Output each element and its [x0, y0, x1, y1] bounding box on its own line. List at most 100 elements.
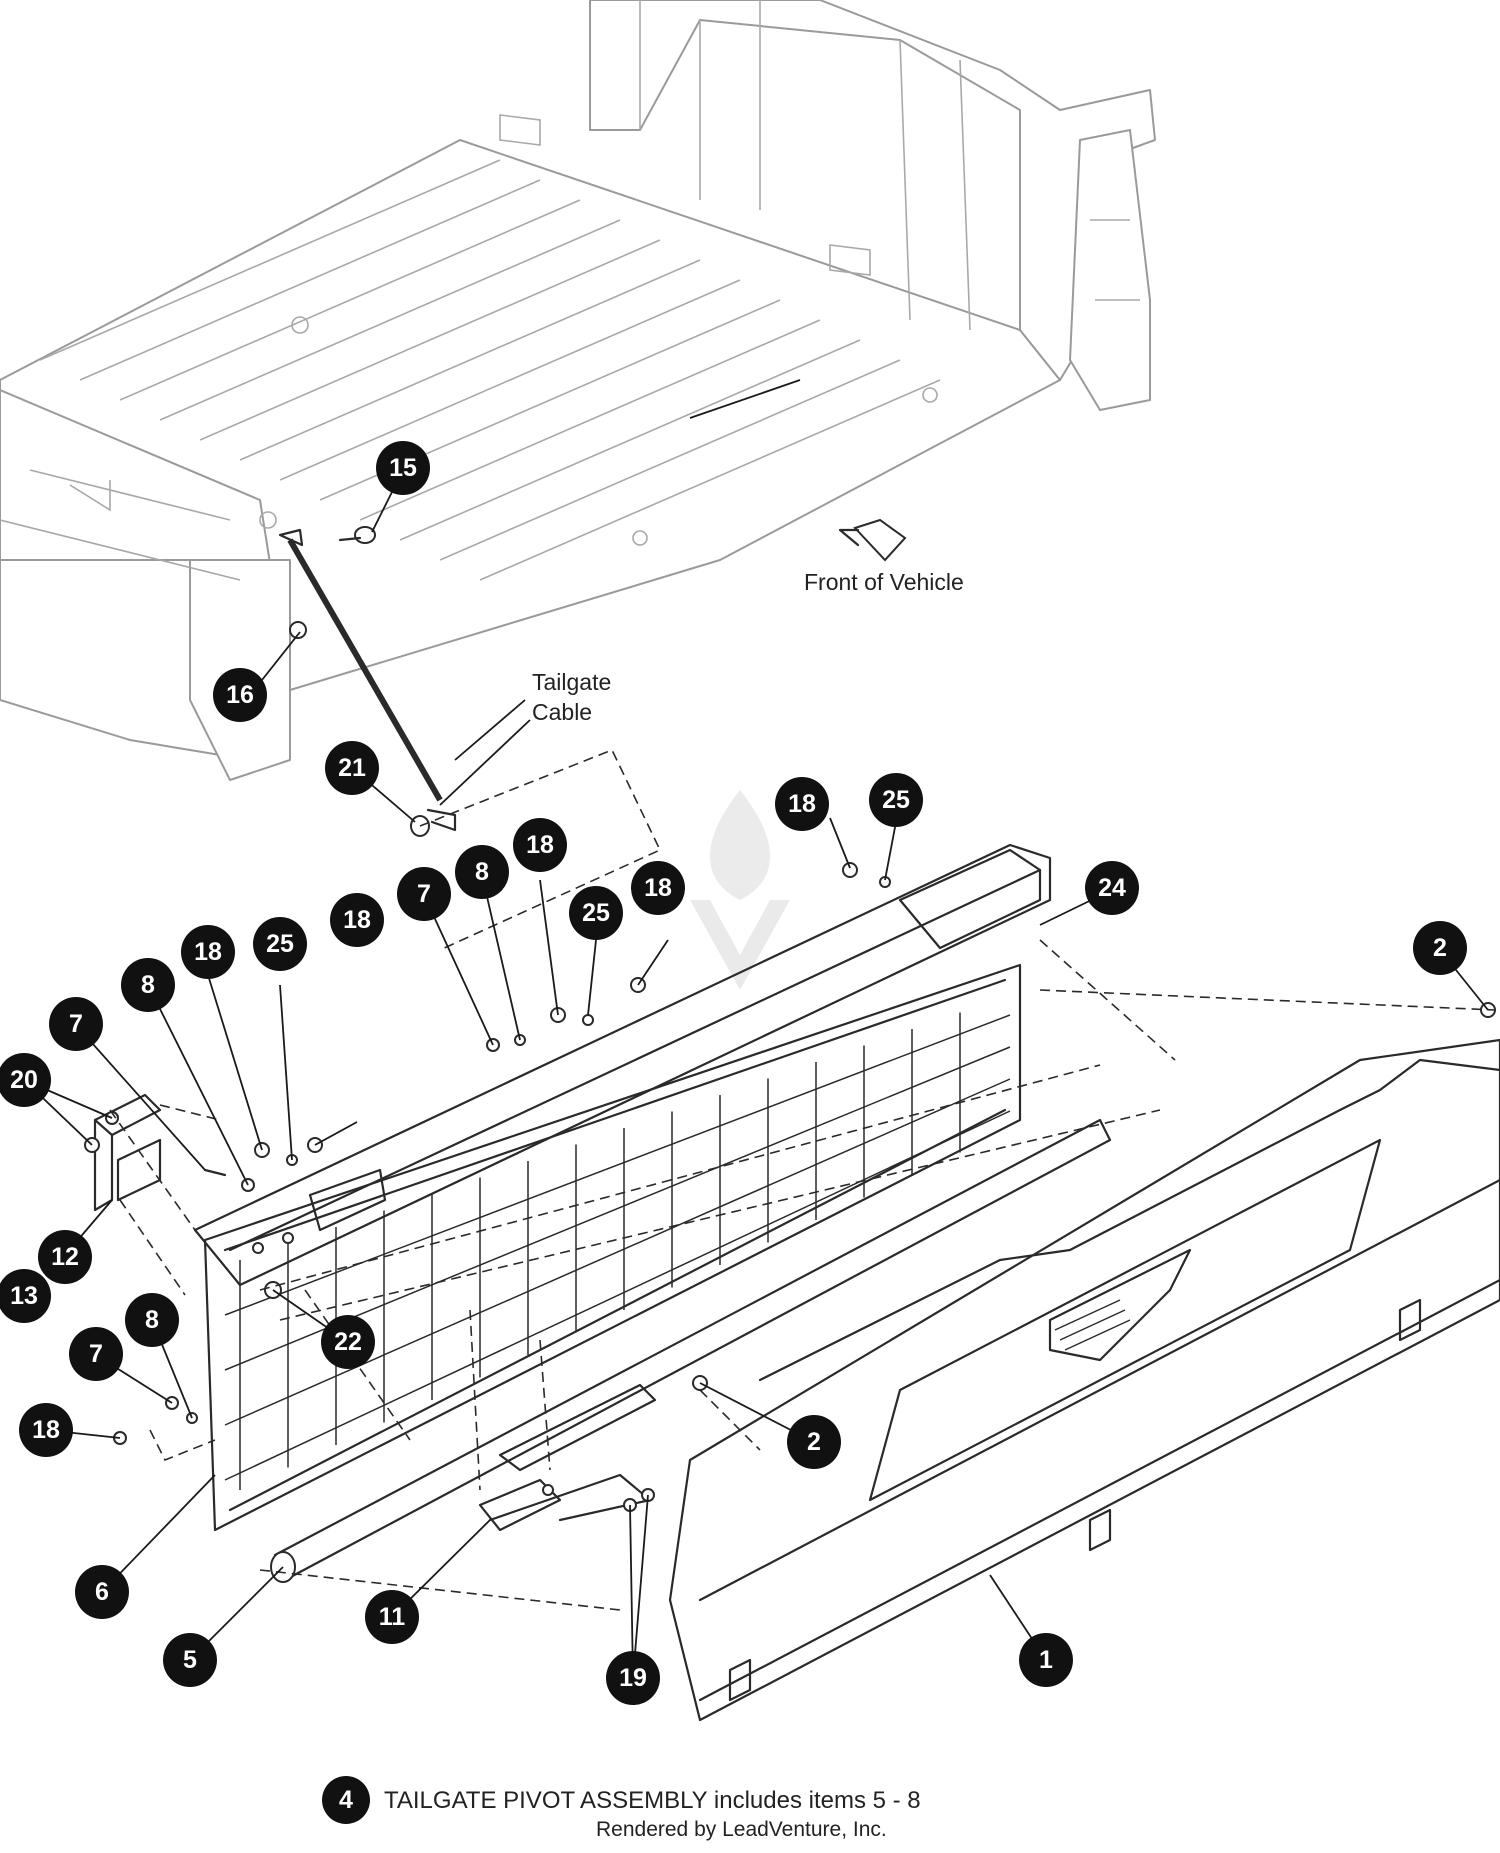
- tailgate-cable-label-line2: Cable: [532, 699, 592, 725]
- callout-c8b: 8: [121, 958, 175, 1012]
- callout-c2a: 2: [1413, 921, 1467, 975]
- callout-c22: 22: [321, 1315, 375, 1369]
- tailgate-outer-shell: [668, 1038, 1500, 1722]
- callout-c19: 19: [606, 1651, 660, 1705]
- assembly-lines: [109, 748, 1496, 1611]
- cargo-bed: [0, 0, 1156, 781]
- callout-number: 6: [95, 1578, 109, 1606]
- callout-c18f: 18: [19, 1403, 73, 1457]
- front-of-vehicle-label: Front of Vehicle: [804, 569, 964, 595]
- callout-number: 18: [194, 938, 222, 966]
- callout-number: 15: [389, 454, 417, 482]
- callout-number: 25: [582, 899, 610, 927]
- callout-circle: [1019, 1633, 1073, 1687]
- hinge-bracket: [93, 1093, 162, 1212]
- callout-c2b: 2: [787, 1415, 841, 1469]
- callout-circle: [1085, 861, 1139, 915]
- callout-number: 18: [788, 790, 816, 818]
- callout-circle: [322, 1776, 370, 1824]
- callout-circle: [321, 1315, 375, 1369]
- callout-number: 1: [1039, 1646, 1053, 1674]
- callout-circle: [787, 1415, 841, 1469]
- callout-circle: [775, 777, 829, 831]
- callout-c18a: 18: [775, 777, 829, 831]
- callout-circle: [397, 867, 451, 921]
- callout-circle: [19, 1403, 73, 1457]
- tailgate-cable-label-line1: Tailgate: [532, 669, 611, 695]
- callout-c8a: 8: [455, 845, 509, 899]
- callout-c25b: 25: [569, 886, 623, 940]
- callout-number: 5: [183, 1646, 197, 1674]
- callout-c8c: 8: [125, 1293, 179, 1347]
- callout-c18c: 18: [513, 818, 567, 872]
- callout-circle: [455, 845, 509, 899]
- callout-circle: [631, 861, 685, 915]
- callout-circle: [330, 893, 384, 947]
- callout-number: 18: [526, 831, 554, 859]
- callout-circle: [325, 741, 379, 795]
- callout-circle: [181, 925, 235, 979]
- callout-number: 2: [1433, 934, 1447, 962]
- callout-c18d: 18: [330, 893, 384, 947]
- callout-c1: 1: [1019, 1633, 1073, 1687]
- callout-c18b: 18: [631, 861, 685, 915]
- tailgate-latch: [478, 1383, 657, 1532]
- callout-circle: [1413, 921, 1467, 975]
- callout-number: 7: [417, 880, 431, 908]
- callout-c16: 16: [213, 668, 267, 722]
- assembly-note: TAILGATE PIVOT ASSEMBLY includes items 5…: [384, 1787, 921, 1814]
- callout-circle: [121, 958, 175, 1012]
- callout-c21: 21: [325, 741, 379, 795]
- callout-c18e: 18: [181, 925, 235, 979]
- callout-c12: 12: [38, 1230, 92, 1284]
- callout-number: 25: [882, 786, 910, 814]
- callout-number: 11: [379, 1603, 406, 1631]
- callout-number: 7: [69, 1010, 83, 1038]
- callout-circle: [606, 1651, 660, 1705]
- callout-circle: [75, 1565, 129, 1619]
- callout-c4: 4: [322, 1776, 370, 1824]
- callout-circle: [0, 1053, 51, 1107]
- callout-circle: [376, 441, 430, 495]
- callout-circle: [253, 917, 307, 971]
- callout-c25c: 25: [253, 917, 307, 971]
- callout-c7c: 7: [69, 1327, 123, 1381]
- callout-number: 8: [145, 1306, 159, 1334]
- tailgate-cable: [278, 526, 457, 837]
- callout-circle: [125, 1293, 179, 1347]
- callout-circle: [0, 1269, 51, 1323]
- callout-circle: [49, 997, 103, 1051]
- watermark-logo: [690, 790, 790, 990]
- callout-circle: [569, 886, 623, 940]
- callout-number: 12: [51, 1243, 79, 1271]
- callout-circle: [213, 668, 267, 722]
- callout-number: 8: [475, 858, 489, 886]
- callout-number: 18: [32, 1416, 60, 1444]
- callout-number: 13: [10, 1282, 38, 1310]
- callout-number: 25: [266, 930, 294, 958]
- callout-number: 21: [338, 754, 366, 782]
- callout-c11: 11: [365, 1590, 419, 1644]
- callout-c7b: 7: [49, 997, 103, 1051]
- callout-c5: 5: [163, 1633, 217, 1687]
- callout-number: 7: [89, 1340, 103, 1368]
- tailgate-inner-panel: [203, 963, 1112, 1583]
- callout-number: 20: [10, 1066, 38, 1094]
- callout-number: 16: [226, 681, 254, 709]
- callout-c20: 20: [0, 1053, 51, 1107]
- callout-number: 22: [334, 1328, 362, 1356]
- callout-circle: [69, 1327, 123, 1381]
- callout-circle: [163, 1633, 217, 1687]
- callout-c7a: 7: [397, 867, 451, 921]
- callout-number: 18: [343, 906, 371, 934]
- callout-number: 4: [339, 1786, 353, 1814]
- callout-number: 18: [644, 874, 672, 902]
- callout-circle: [38, 1230, 92, 1284]
- front-of-vehicle-arrow-icon: [838, 518, 907, 562]
- callout-circle: [869, 773, 923, 827]
- callout-number: 24: [1098, 874, 1126, 902]
- callout-c6: 6: [75, 1565, 129, 1619]
- callout-number: 8: [141, 971, 155, 999]
